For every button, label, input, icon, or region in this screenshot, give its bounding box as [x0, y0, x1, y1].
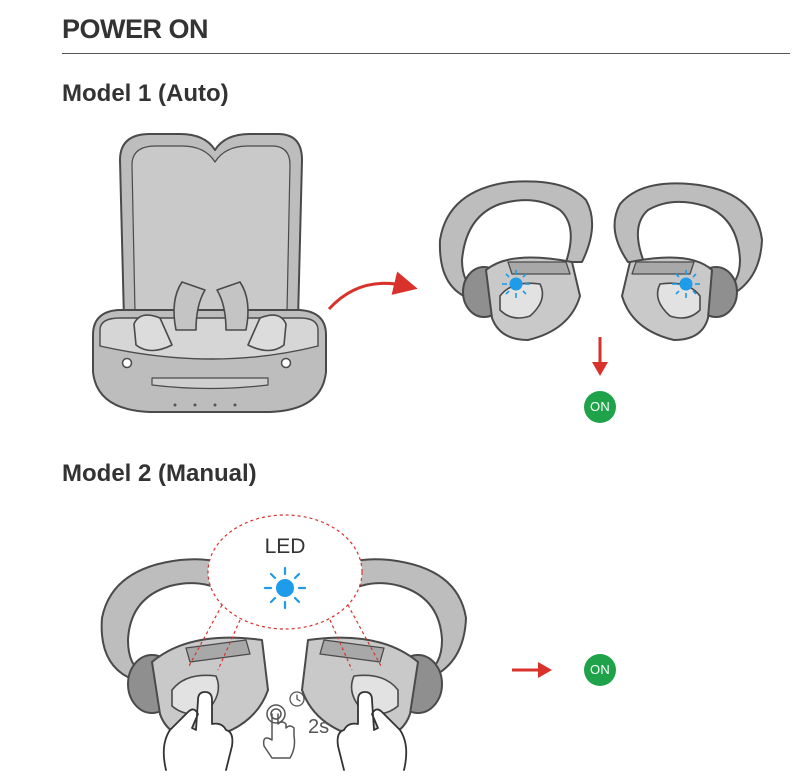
press-hold-icon — [262, 704, 296, 759]
right-arrow-icon — [512, 662, 552, 678]
clock-icon — [289, 691, 305, 707]
down-arrow-icon — [592, 337, 608, 376]
curved-arrow-icon — [327, 271, 418, 311]
led-light-icon — [672, 270, 700, 298]
model2-title: Model 2 (Manual) — [62, 460, 257, 487]
model1-title: Model 1 (Auto) — [62, 80, 229, 107]
led-light-icon — [502, 270, 530, 298]
title-divider — [62, 53, 790, 54]
led-label: LED — [264, 535, 306, 558]
hand-icon — [162, 691, 234, 771]
left-earbud-icon — [438, 180, 594, 341]
hold-duration-label: 2s — [308, 716, 330, 738]
right-earbud-icon — [613, 182, 763, 341]
case-indicator-dots — [173, 403, 237, 407]
right-earbud-icon — [301, 558, 467, 741]
on-status-badge: ON — [584, 391, 616, 423]
hand-icon — [336, 691, 408, 771]
left-earbud-icon — [100, 558, 269, 741]
on-status-badge: ON — [584, 654, 616, 686]
charging-case-icon — [92, 133, 327, 413]
led-light-icon — [263, 566, 307, 610]
page-title: POWER ON — [62, 14, 209, 44]
